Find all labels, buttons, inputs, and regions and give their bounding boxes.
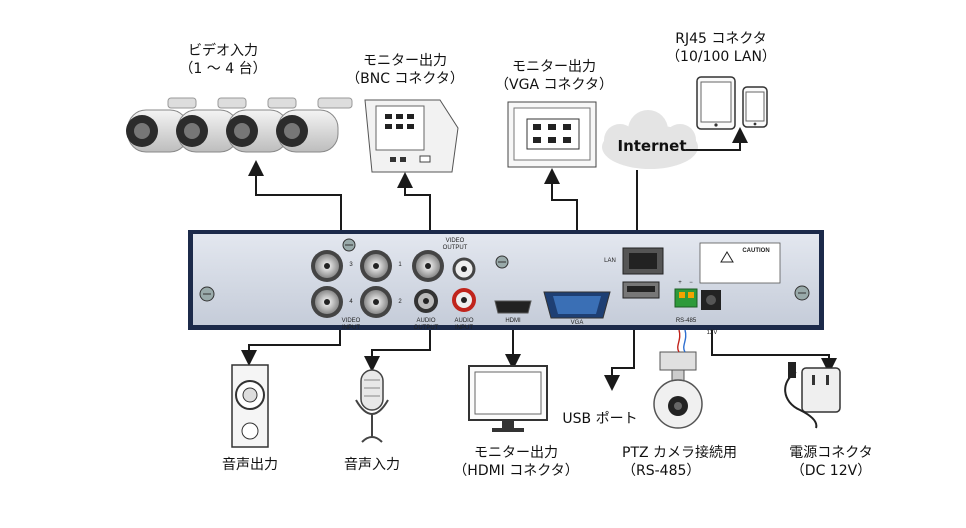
panel-ch1-label: 1 — [398, 262, 402, 268]
dc-power-jack — [701, 290, 721, 310]
monitor-bnc-label: モニター出力（BNC コネクタ） — [346, 53, 464, 87]
usb-port-label: USB ポート — [562, 411, 638, 427]
panel-minus-label: − — [689, 280, 693, 286]
video-input-label: ビデオ入力（1 ～ 4 台） — [179, 43, 267, 77]
panel-lan-label: LAN — [604, 258, 616, 264]
dvr-rear-panel — [188, 230, 824, 330]
rs485-terminal — [674, 288, 698, 308]
phone-icon — [742, 86, 768, 128]
audio-input-label: 音声入力 — [344, 457, 400, 473]
lan-port — [622, 247, 664, 275]
microphone-icon — [355, 369, 389, 443]
ptz-camera-icon — [653, 329, 703, 429]
ptz-label: PTZ カメラ接続用（RS-485） — [622, 445, 738, 479]
panel-hdmi-label: HDMI — [505, 318, 521, 324]
panel-caution-label: CAUTION — [742, 248, 770, 254]
screw-icon — [199, 238, 810, 302]
panel-ch2-label: 2 — [398, 299, 402, 305]
power-label: 電源コネクタ（DC 12V） — [789, 445, 873, 479]
panel-plus-label: + — [678, 280, 682, 286]
connection-arrows — [241, 127, 837, 391]
monitor-vga-label: モニター出力（VGA コネクタ） — [495, 59, 613, 93]
camera-icon — [126, 97, 353, 153]
rj45-label: RJ45 コネクタ（10/100 LAN） — [666, 31, 776, 65]
bnc-video-output — [412, 250, 444, 282]
internet-label: Internet — [617, 137, 687, 155]
caution-label — [699, 242, 781, 284]
panel-12v-label: 12V — [706, 330, 718, 336]
hdmi-port — [494, 300, 532, 314]
usb-port — [622, 281, 660, 299]
speaker-icon — [231, 364, 269, 448]
vga-monitor-icon — [507, 101, 597, 168]
panel-ch4-label: 4 — [349, 299, 353, 305]
internet-cloud-icon — [602, 110, 698, 169]
panel-rs485-label: RS-485 — [675, 318, 697, 324]
panel-vga-label: VGA — [570, 320, 584, 326]
monitor-hdmi-label: モニター出力（HDMI コネクタ） — [453, 445, 579, 479]
tablet-icon — [696, 76, 736, 130]
tv-icon — [468, 365, 548, 432]
crt-monitor-icon — [364, 99, 459, 173]
bnc-video-inputs — [311, 250, 392, 318]
audio-output-label: 音声出力 — [222, 457, 278, 473]
audio-output-jack — [414, 289, 438, 313]
panel-ch3-label: 3 — [349, 262, 353, 268]
power-adapter-icon — [784, 362, 841, 429]
vga-port — [543, 291, 611, 319]
audio-input-jacks — [452, 257, 476, 312]
